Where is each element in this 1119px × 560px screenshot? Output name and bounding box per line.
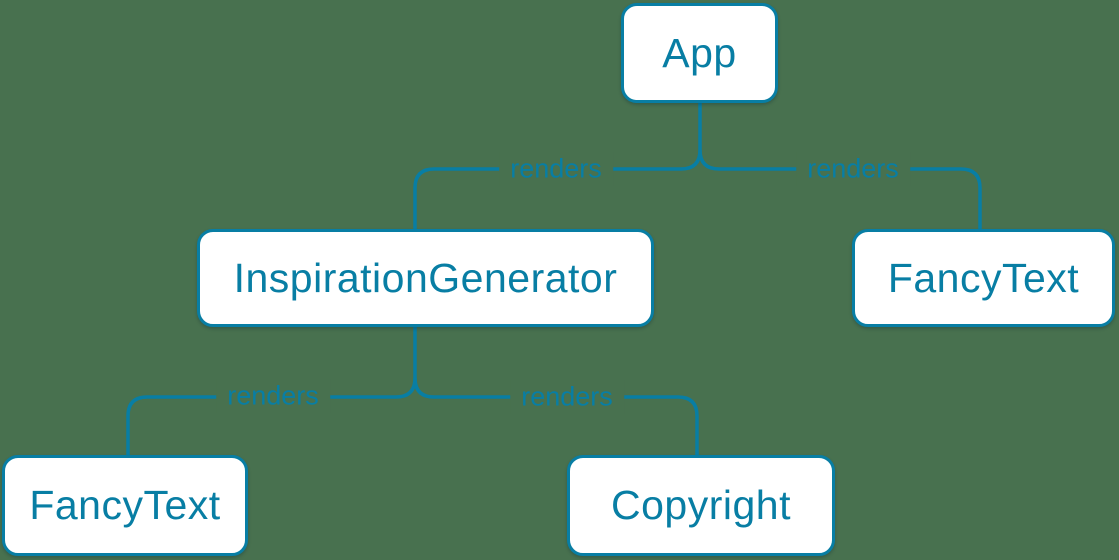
edge-inspirationgenerator-to-copyright bbox=[413, 377, 699, 455]
tree-node-app: App bbox=[621, 3, 778, 103]
edge-label-renders: renders bbox=[499, 151, 613, 187]
edge-label-renders: renders bbox=[510, 379, 624, 415]
edge-label-renders: renders bbox=[796, 151, 910, 187]
edge-label-renders: renders bbox=[216, 378, 330, 414]
tree-node-copyright: Copyright bbox=[567, 455, 835, 556]
edge-app-to-fancytext bbox=[698, 149, 982, 229]
tree-node-fancytext-right: FancyText bbox=[852, 229, 1115, 327]
tree-node-inspirationgenerator: InspirationGenerator bbox=[197, 229, 654, 327]
tree-node-fancytext-left: FancyText bbox=[2, 455, 248, 556]
